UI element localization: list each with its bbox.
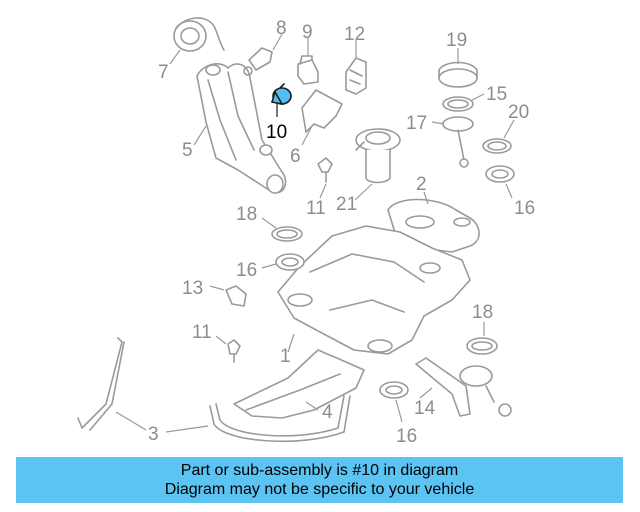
callout-5: 5 [182, 140, 193, 161]
callout-9: 9 [302, 22, 313, 43]
part-8-clip [243, 47, 273, 76]
callout-6: 6 [290, 146, 301, 167]
callout-18-left: 18 [236, 204, 257, 225]
callout-15: 15 [486, 84, 507, 105]
part-19-lock-ring [438, 61, 478, 88]
banner-line-disclaimer: Diagram may not be specific to your vehi… [164, 481, 475, 498]
part-17-sender-unit [442, 116, 474, 168]
callout-18-right: 18 [472, 302, 493, 323]
callout-14: 14 [414, 398, 436, 419]
part-11-connector-upper [317, 157, 333, 183]
info-banner: Part or sub-assembly is #10 in diagram D… [16, 457, 623, 503]
callout-11-upper: 11 [306, 198, 326, 219]
callout-3: 3 [148, 424, 159, 445]
part-4-heat-shield [233, 349, 365, 419]
part-7-filler-cap [173, 17, 225, 52]
part-16-seal-left [275, 253, 305, 271]
part-14-bracket [415, 357, 512, 417]
part-3-straps [77, 337, 351, 443]
callout-11-lower: 11 [192, 322, 212, 343]
banner-line-part-number: Part or sub-assembly is #10 in diagram [180, 462, 459, 479]
callout-17: 17 [406, 113, 427, 134]
callout-4: 4 [322, 402, 333, 423]
parts-diagram: 7 8 9 12 19 15 20 17 10 5 6 11 21 2 16 1… [77, 17, 535, 447]
part-12-vent-valve [345, 57, 367, 95]
callout-7: 7 [158, 62, 169, 83]
callout-13: 13 [182, 278, 203, 299]
callout-10: 10 [266, 122, 287, 143]
callout-1: 1 [280, 346, 291, 367]
callout-16-bottom: 16 [396, 426, 417, 447]
callout-8: 8 [276, 18, 287, 39]
part-11-connector-lower [227, 339, 241, 363]
part-1-fuel-tank [277, 225, 471, 355]
callout-16-left: 16 [236, 260, 257, 281]
part-21-fuel-pump [355, 128, 401, 184]
part-18-seal-right [466, 337, 498, 355]
callout-12: 12 [344, 24, 365, 45]
callout-21: 21 [336, 194, 357, 215]
callout-19: 19 [446, 30, 467, 51]
callout-2: 2 [416, 174, 427, 195]
part-13-fitting [225, 285, 247, 307]
part-16-seal-bottom [379, 381, 409, 399]
part-10-highlighted [270, 83, 292, 106]
part-9-valve [297, 55, 319, 85]
part-16-seal-right [485, 165, 515, 183]
part-6-bracket [301, 89, 343, 133]
callout-16-right: 16 [514, 198, 535, 219]
part-18-seal-left [271, 226, 303, 242]
part-5-filler-neck [196, 63, 287, 194]
part-20-ring [482, 138, 512, 154]
callout-20: 20 [508, 102, 529, 123]
part-15-seal [442, 96, 474, 112]
